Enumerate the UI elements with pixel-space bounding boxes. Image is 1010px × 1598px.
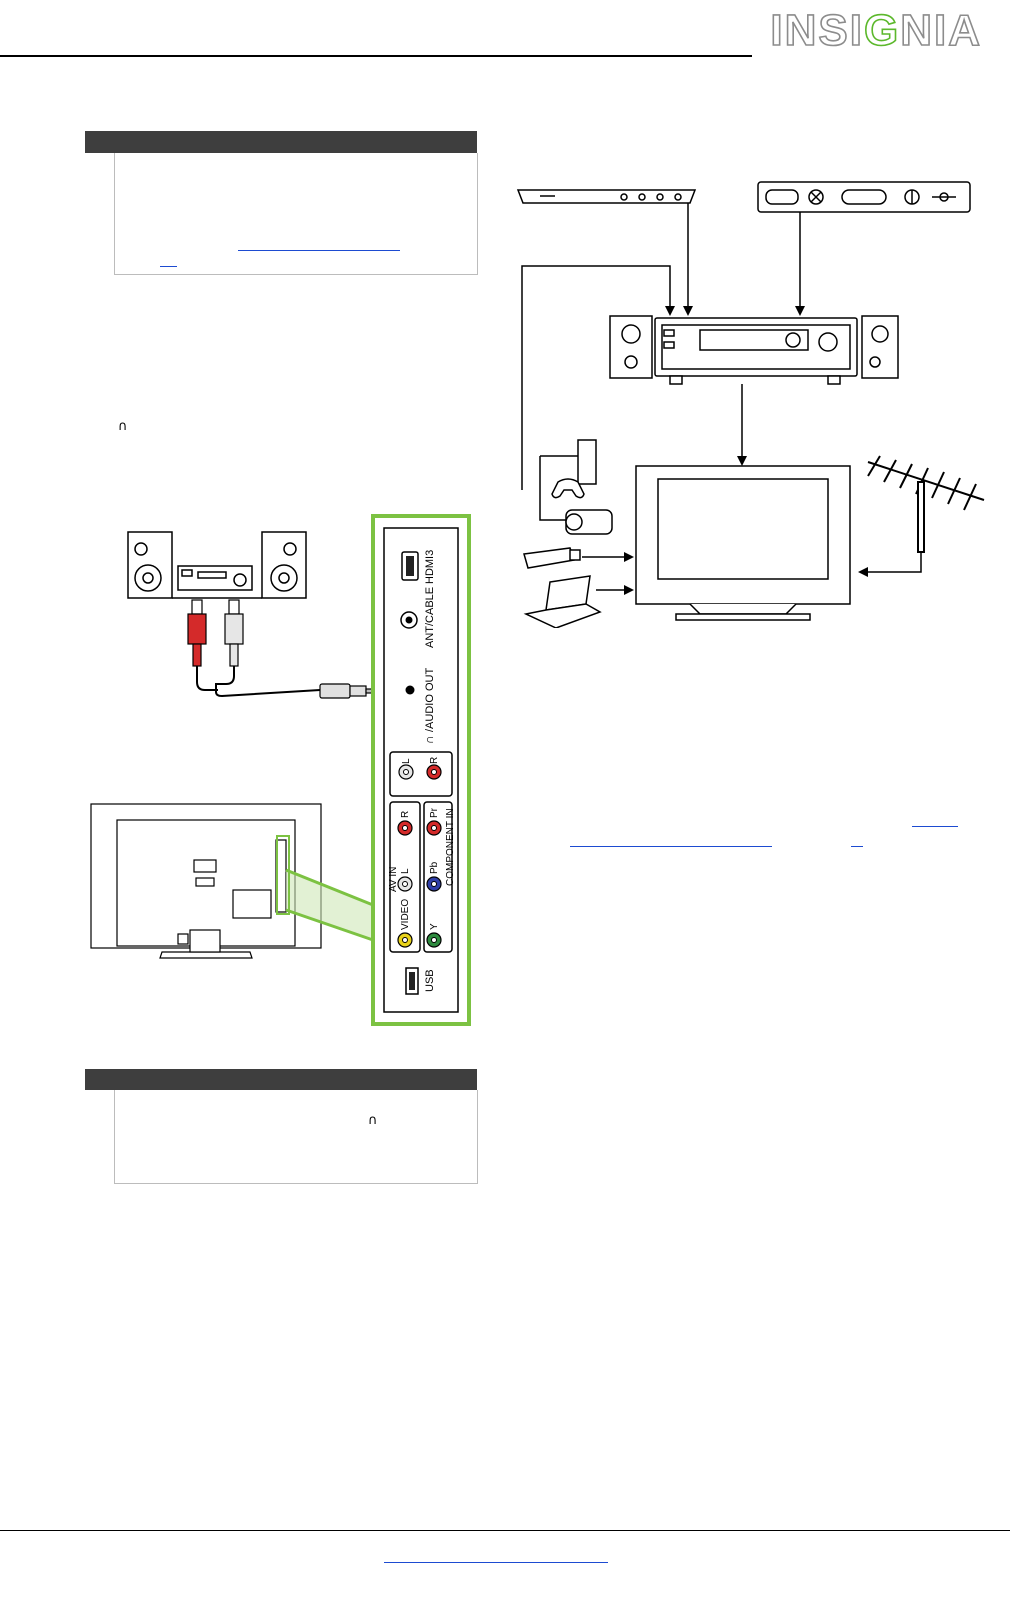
mini-plug-illustration [319, 683, 379, 699]
component-pr-label: Pr [429, 807, 440, 818]
component-y-label: Y [429, 923, 440, 930]
right-link-3[interactable] [851, 846, 863, 847]
stereo-system-illustration [127, 531, 307, 599]
audio-connection-diagram: HDMI3 ANT/CABLE /AUDIO OUT ∩ L R R L AV … [90, 514, 471, 1026]
footer-rule [0, 1530, 1010, 1531]
header-rule [0, 55, 752, 57]
antenna-illustration [867, 455, 985, 553]
component-in-label: COMPONENT IN [445, 808, 456, 886]
right-link-1[interactable] [912, 826, 958, 827]
rca-plugs-illustration [187, 599, 244, 667]
note-box-top-header [85, 131, 477, 153]
home-theater-diagram [516, 181, 985, 628]
av-in-label: AV IN [388, 867, 399, 892]
controller-illustration [551, 478, 585, 499]
note-box-bottom [114, 1090, 478, 1184]
av-in-r-label: R [400, 811, 411, 818]
usb-label: USB [424, 969, 436, 992]
footer-link[interactable] [384, 1562, 608, 1563]
component-pb-label: Pb [429, 861, 440, 874]
jack-panel [383, 527, 459, 1013]
headphone-icon: ∩ [422, 735, 436, 744]
tv-back-illustration [90, 803, 322, 959]
dvd-player-illustration [516, 189, 697, 204]
ant-cable-label: ANT/CABLE [424, 587, 436, 648]
hdmi3-label: HDMI3 [424, 550, 436, 584]
note-box-top [114, 153, 478, 275]
usb-drive-illustration [523, 547, 575, 569]
headphone-icon: ∩ [118, 419, 128, 434]
right-link-2[interactable] [570, 846, 772, 847]
audio-out-port [405, 685, 415, 695]
av-in-l-label: L [400, 868, 411, 874]
audio-l-label: L [401, 758, 412, 764]
audio-out-label: /AUDIO OUT [424, 668, 436, 732]
video-label: VIDEO [400, 899, 411, 930]
note-box-bottom-header [85, 1069, 477, 1090]
game-console-illustration [577, 439, 597, 485]
audio-r-label: R [429, 757, 440, 764]
insignia-logo: INSIGNIA [770, 5, 982, 56]
note-top-link-2[interactable] [160, 266, 177, 267]
headphone-icon: ∩ [368, 1113, 378, 1128]
note-top-link-1[interactable] [238, 250, 400, 251]
